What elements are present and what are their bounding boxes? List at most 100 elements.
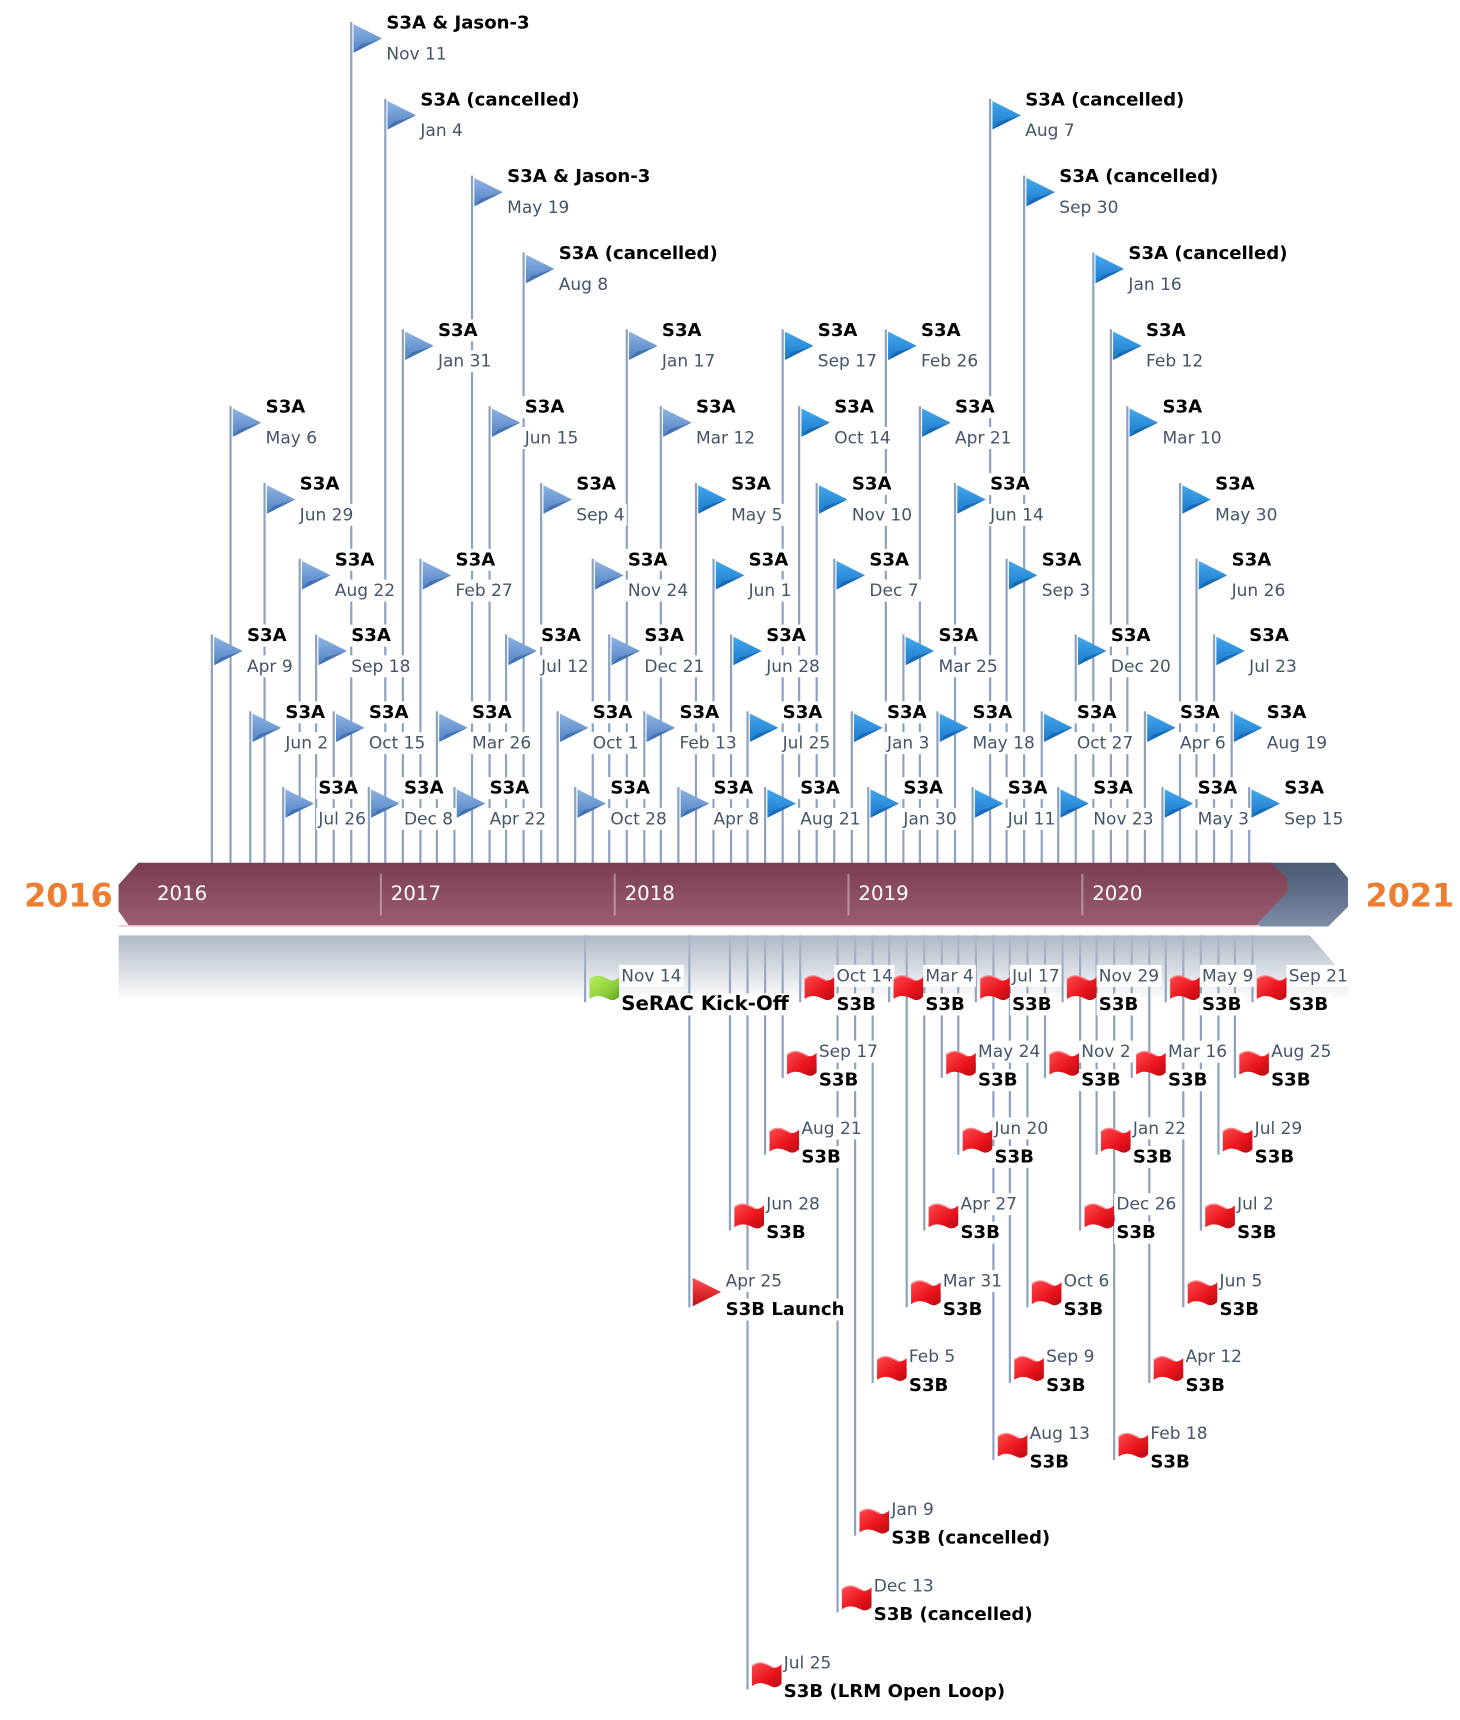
event-date: Mar 26 xyxy=(469,732,534,755)
event-date: Jun 28 xyxy=(763,1193,823,1216)
blue-flag-icon xyxy=(749,713,779,743)
event-date: Jun 26 xyxy=(1229,579,1288,602)
event-pole xyxy=(1109,329,1112,863)
blue-flag-icon xyxy=(715,560,745,590)
event-date: Jul 11 xyxy=(1005,807,1058,830)
event-title: S3B xyxy=(1096,993,1141,1016)
bar-year-2016: 2016 xyxy=(156,882,208,906)
event-date: Feb 26 xyxy=(918,350,981,373)
event-title: S3B (LRM Open Loop) xyxy=(781,1680,1008,1703)
event-title: S3B xyxy=(1217,1298,1262,1321)
event-date: Jul 12 xyxy=(538,655,591,678)
blue-flag-icon xyxy=(611,636,640,666)
event-date: Mar 10 xyxy=(1160,427,1224,449)
blue-flag-icon xyxy=(905,636,935,666)
event-pole xyxy=(763,787,767,863)
event-date: Feb 12 xyxy=(1143,350,1206,373)
red-flag-icon xyxy=(1187,1280,1218,1306)
event-title: S3A xyxy=(677,701,722,724)
event-title: S3B xyxy=(1027,1451,1072,1474)
event-title: S3A xyxy=(884,701,929,724)
blue-flag-icon xyxy=(456,789,486,818)
event-title: S3B xyxy=(1234,1221,1279,1244)
blue-flag-icon xyxy=(508,636,537,666)
event-title: S3B xyxy=(1061,1298,1106,1321)
red-flag-icon xyxy=(928,1203,959,1229)
event-title: S3B xyxy=(1268,1069,1313,1092)
event-date: Nov 11 xyxy=(384,42,449,65)
red-flag-icon xyxy=(979,975,1010,1001)
blue-flag-icon xyxy=(1251,789,1280,818)
event-title: S3B xyxy=(992,1145,1037,1168)
event-title: S3A xyxy=(693,396,738,419)
event-pole xyxy=(850,711,853,863)
event-pole xyxy=(249,711,252,863)
event-title: S3B xyxy=(816,1069,861,1092)
red-flag-icon xyxy=(1204,1203,1235,1229)
blue-flag-icon xyxy=(1164,789,1194,818)
year-divider xyxy=(613,873,616,916)
bar-year-2017: 2017 xyxy=(390,882,442,906)
event-title: S3B xyxy=(975,1069,1020,1092)
event-date: Jan 30 xyxy=(901,807,959,830)
event-title: S3A xyxy=(901,777,946,800)
event-date: Apr 21 xyxy=(952,427,1014,449)
event-date: Sep 9 xyxy=(1043,1345,1097,1368)
event-date: Sep 30 xyxy=(1057,196,1121,219)
red-flag-icon xyxy=(859,1508,890,1534)
event-title: S3B xyxy=(1148,1451,1193,1474)
event-title: S3A xyxy=(316,777,361,800)
event-title: S3A xyxy=(849,473,894,496)
event-pole xyxy=(688,935,691,1308)
event-date: Aug 21 xyxy=(798,807,863,830)
blue-flag-icon xyxy=(1233,713,1263,743)
event-pole xyxy=(350,21,353,863)
event-title: S3A xyxy=(936,624,981,647)
event-date: Nov 29 xyxy=(1096,964,1162,987)
event-date: May 18 xyxy=(970,732,1038,755)
event-title: S3A xyxy=(1229,548,1274,571)
event-title: S3B xyxy=(1252,1145,1297,1168)
event-pole xyxy=(401,329,404,863)
red-flag-icon xyxy=(751,1662,782,1688)
event-date: Aug 19 xyxy=(1264,732,1330,755)
event-date: Nov 14 xyxy=(619,964,684,987)
event-date: Aug 7 xyxy=(1023,119,1077,142)
event-pole xyxy=(1178,482,1182,863)
red-flag-icon xyxy=(1238,1050,1269,1076)
event-date: Apr 8 xyxy=(711,807,762,830)
event-date: Jan 4 xyxy=(418,119,466,142)
blue-flag-icon xyxy=(1129,408,1159,437)
event-title: S3A xyxy=(1039,548,1084,571)
event-pole xyxy=(1057,787,1060,863)
event-pole xyxy=(1113,935,1116,1460)
event-title: S3A xyxy=(332,548,377,571)
event-title: S3B (cancelled) xyxy=(889,1526,1053,1549)
event-pole xyxy=(470,175,474,863)
event-title: S3A (cancelled) xyxy=(1023,88,1187,111)
event-date: Mar 12 xyxy=(693,427,758,449)
event-date: Mar 31 xyxy=(940,1270,1005,1292)
event-title: S3A xyxy=(625,548,670,571)
event-date: Jun 1 xyxy=(746,579,794,602)
blue-flag-icon xyxy=(663,408,692,437)
blue-flag-icon xyxy=(974,789,1004,818)
event-title: S3A xyxy=(487,777,532,800)
event-title: S3B xyxy=(1199,993,1244,1016)
red-flag-icon xyxy=(769,1127,800,1153)
event-title: S3A & Jason-3 xyxy=(384,12,532,35)
blue-flag-icon xyxy=(1216,636,1245,666)
event-date: Dec 21 xyxy=(642,655,707,678)
event-date: Jan 9 xyxy=(889,1498,936,1521)
blue-flag-icon xyxy=(801,408,830,437)
bar-body xyxy=(118,862,1288,927)
event-date: Jun 2 xyxy=(283,732,331,755)
event-date: Jul 17 xyxy=(1009,964,1062,987)
event-title: S3A xyxy=(642,624,687,647)
event-pole xyxy=(957,935,960,1155)
event-date: Oct 27 xyxy=(1074,732,1136,755)
event-date: Oct 6 xyxy=(1061,1270,1112,1292)
blue-flag-icon xyxy=(680,789,710,818)
blue-flag-icon xyxy=(1008,560,1038,590)
event-title: S3A xyxy=(952,396,997,419)
